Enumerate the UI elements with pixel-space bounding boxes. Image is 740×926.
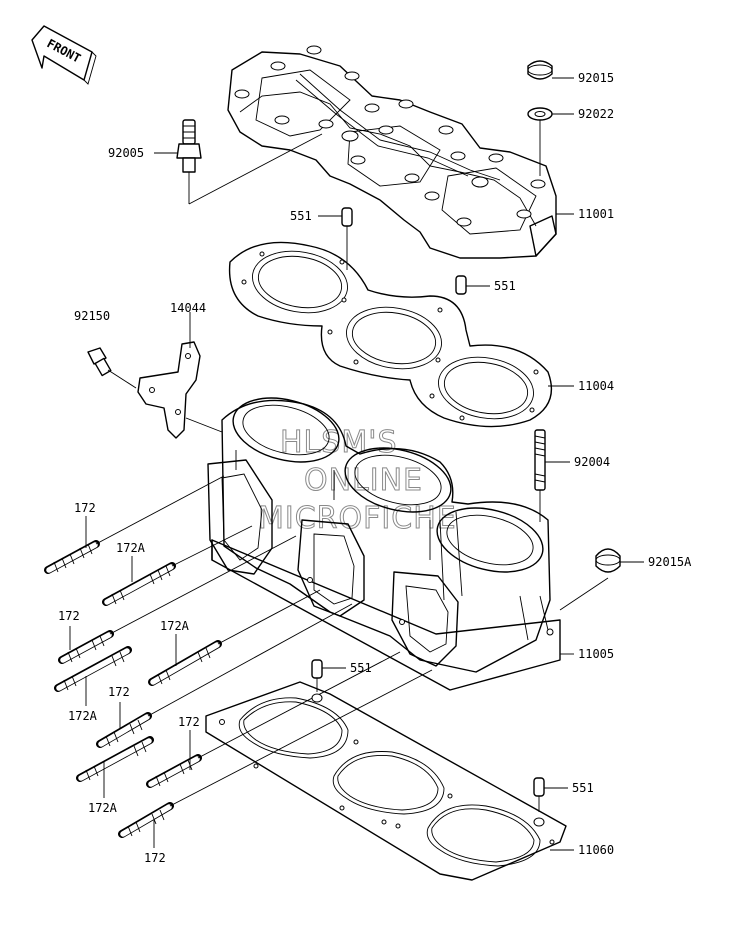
cylinder-fins: [235, 450, 549, 641]
stud-172-b: [58, 630, 114, 664]
callout-11004: 11004: [578, 379, 614, 393]
base-gasket-holes: [219, 693, 555, 845]
stud-172-a: [44, 540, 100, 574]
stud-172A-a: [102, 562, 176, 606]
head-gasket: [228, 241, 553, 428]
callout-92005: 92005: [108, 146, 144, 160]
callout-172-b: 172: [58, 609, 80, 623]
part-callouts: 92015 92022 92005 11001 551 551 92150 14…: [58, 71, 692, 865]
bracket-14044: [137, 341, 201, 439]
callout-172-c: 172: [108, 685, 130, 699]
callout-11001: 11001: [578, 207, 614, 221]
callout-551-c: 551: [350, 661, 372, 675]
gasket-bolt-holes: [241, 251, 539, 421]
callout-172A-c: 172A: [68, 709, 98, 723]
front-marker-label: FRONT: [45, 36, 83, 65]
callout-172-d: 172: [178, 715, 200, 729]
callout-551-b: 551: [494, 279, 516, 293]
callout-92022: 92022: [578, 107, 614, 121]
dowel-pin-551-c: [311, 659, 323, 679]
watermark: HLSM'S ONLINE MICROFICHE: [258, 425, 457, 537]
stud-92004: [534, 429, 546, 491]
callout-92015A: 92015A: [648, 555, 692, 569]
stud-172-d: [146, 754, 202, 788]
cap-nut-92015A: [595, 548, 621, 573]
callout-11060: 11060: [578, 843, 614, 857]
stud-172A-d: [76, 736, 154, 782]
callout-11005: 11005: [578, 647, 614, 661]
watermark-line-3: MICROFICHE: [258, 501, 457, 536]
cap-nut-92015: [527, 60, 553, 80]
callout-551-d: 551: [572, 781, 594, 795]
leader-lines: [69, 77, 644, 851]
callout-172-e: 172: [144, 851, 166, 865]
callout-172-a: 172: [74, 501, 96, 515]
base-gasket: [205, 681, 567, 881]
callout-92004: 92004: [574, 455, 610, 469]
callout-92150: 92150: [74, 309, 110, 323]
callout-172A-a: 172A: [116, 541, 146, 555]
dowel-pin-551-d: [533, 777, 545, 797]
block-base-holes: [307, 577, 554, 636]
watermark-line-2: ONLINE: [304, 463, 423, 498]
washer-92022: [527, 107, 553, 121]
front-direction-marker: FRONT: [31, 25, 97, 85]
stud-172-c: [96, 712, 152, 748]
fitting-92005: [176, 119, 202, 173]
callout-172A-d: 172A: [88, 801, 118, 815]
callout-172A-b: 172A: [160, 619, 190, 633]
bolt-92150: [87, 347, 112, 377]
stud-172A-c: [148, 640, 222, 686]
stud-172A-b: [54, 646, 132, 692]
callout-92015: 92015: [578, 71, 614, 85]
stud-bolts: [44, 475, 433, 838]
head-bolt-bosses: [234, 45, 546, 227]
dowel-pin-551-b: [455, 275, 467, 295]
stud-172-e: [118, 802, 174, 838]
cylinder-head: [227, 45, 557, 259]
callout-551-a: 551: [290, 209, 312, 223]
callout-14044: 14044: [170, 301, 206, 315]
dowel-pin-551-a: [341, 207, 353, 227]
cylinder-block: [207, 397, 561, 691]
